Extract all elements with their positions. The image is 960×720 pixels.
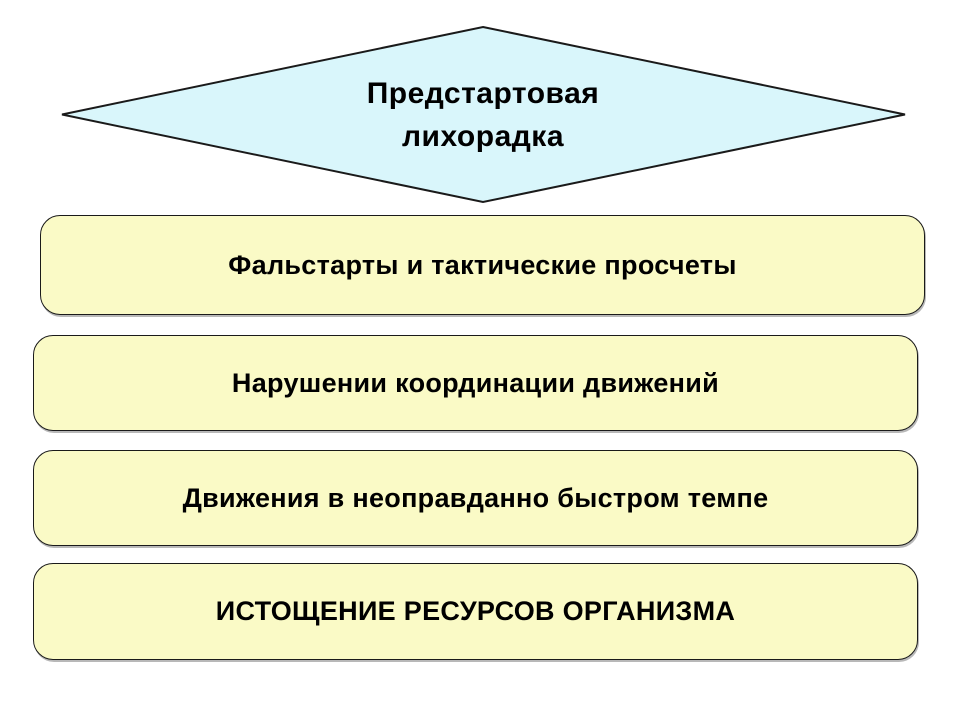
diamond-title-line2: лихорадка	[401, 120, 564, 153]
box-coordination-impairment-label: Нарушении координации движений	[231, 367, 720, 398]
box-resource-depletion-label: ИСТОЩЕНИЕ РЕСУРСОВ ОРГАНИЗМА	[215, 596, 736, 626]
box-false-starts-label: Фальстарты и тактические просчеты	[228, 249, 737, 280]
diamond-title-line1: Предстартовая	[366, 77, 600, 110]
box-unjustified-fast-tempo-label: Движения в неоправданно быстром темпе	[182, 482, 769, 513]
box-coordination-impairment: Нарушении координации движений	[33, 335, 918, 431]
diamond-shape	[61, 25, 906, 204]
diamond-title: Предстартовая лихорадка	[180, 72, 786, 158]
box-resource-depletion: ИСТОЩЕНИЕ РЕСУРСОВ ОРГАНИЗМА	[33, 563, 918, 660]
box-unjustified-fast-tempo: Движения в неоправданно быстром темпе	[33, 450, 918, 546]
box-false-starts: Фальстарты и тактические просчеты	[40, 215, 925, 315]
